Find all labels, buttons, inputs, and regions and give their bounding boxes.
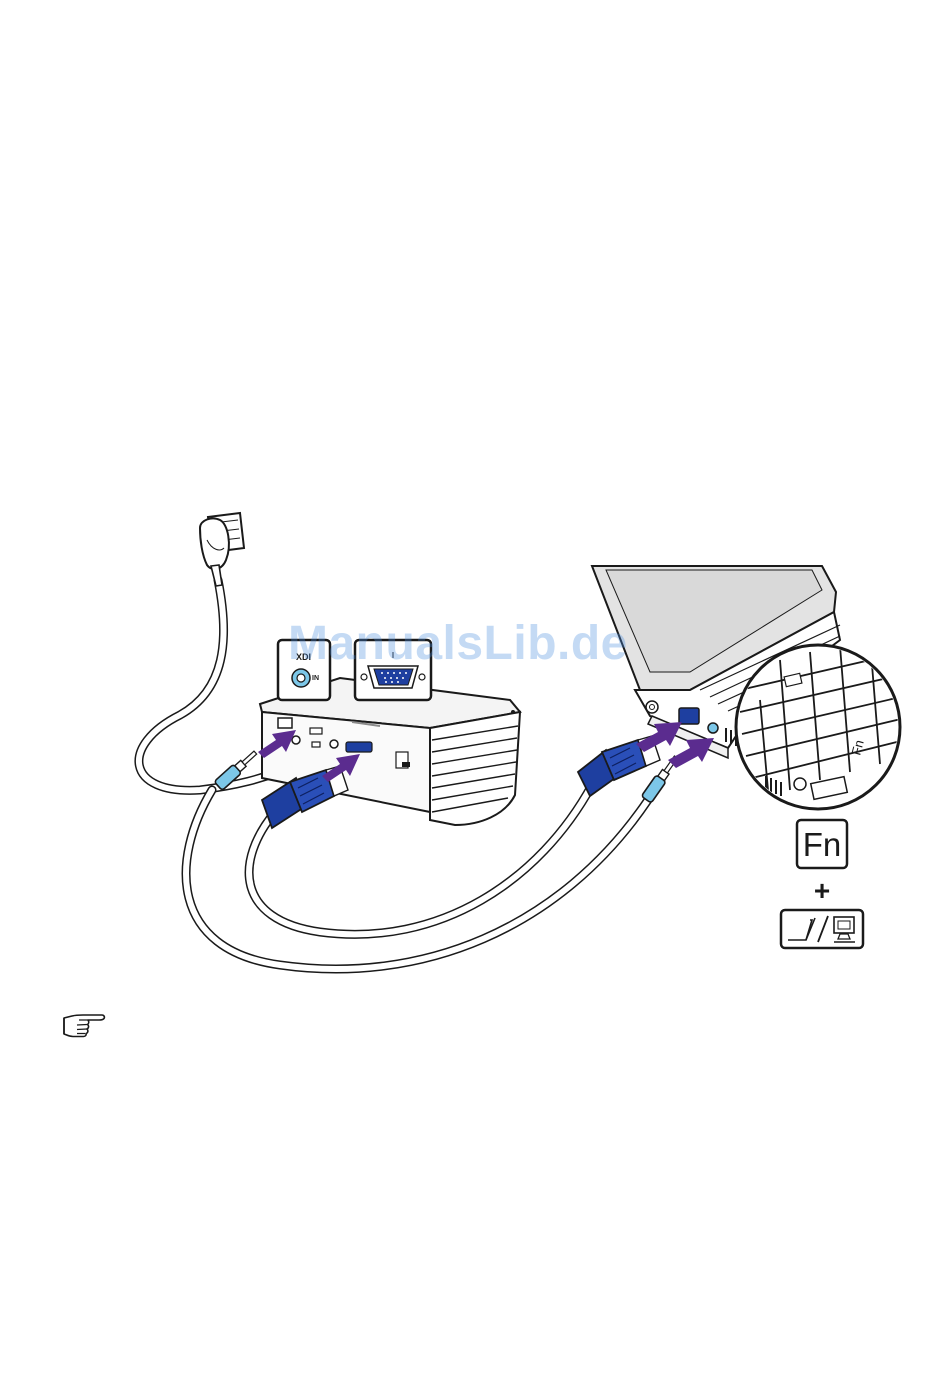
power-cable [139, 580, 278, 790]
lcd-crt-switch-icon [781, 910, 863, 948]
audio-in-label: IN [312, 675, 319, 682]
fn-key: Fn [797, 820, 847, 868]
fn-key-label: Fn [803, 826, 842, 863]
vga-port-callout [355, 640, 431, 700]
plus-symbol: + [814, 875, 830, 906]
power-plug-icon [200, 513, 244, 586]
pointing-hand-icon [62, 1012, 106, 1038]
audio-cable [186, 790, 648, 969]
audio-port-partial-label: XDI [296, 652, 311, 662]
audio-in-callout: XDI IN [278, 640, 330, 700]
